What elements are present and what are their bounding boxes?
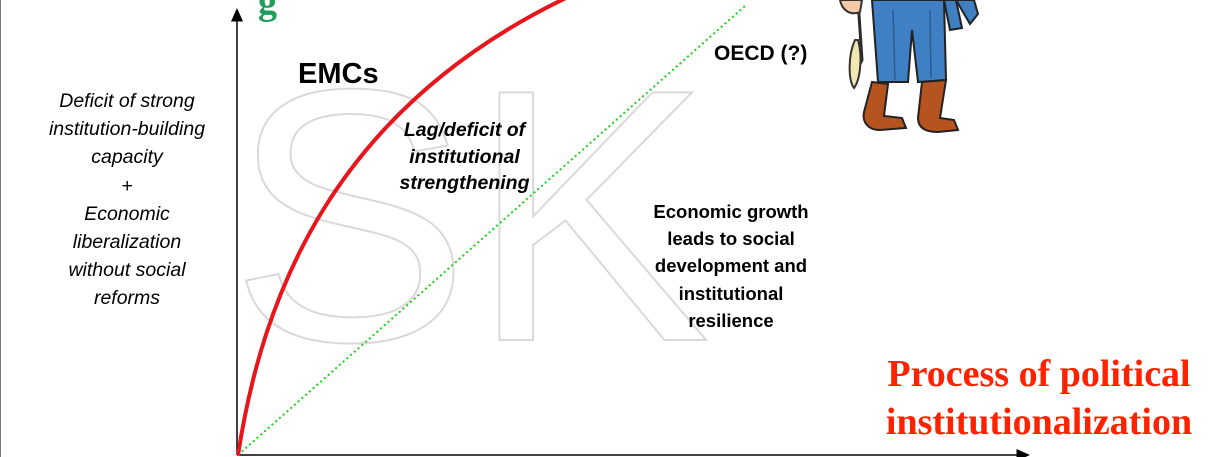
left-border-line	[0, 0, 1, 457]
watermark: SK	[229, 14, 711, 418]
cartoon-man-icon	[838, 0, 980, 134]
emcs-label: EMCs	[298, 58, 379, 90]
oecd-label: OECD (?)	[714, 42, 808, 65]
watermark-text: SK	[230, 15, 710, 417]
emc-curve	[236, 0, 567, 456]
lag-deficit-label: Lag/deficit of institutional strengtheni…	[399, 119, 530, 194]
y-axis-description: Deficit of strong institution-building c…	[48, 90, 206, 310]
top-fragment-text: g	[258, 0, 277, 23]
growth-annotation: Economic growth leads to social developm…	[653, 201, 809, 331]
x-axis-title: Process of political institutionalizatio…	[885, 353, 1193, 443]
